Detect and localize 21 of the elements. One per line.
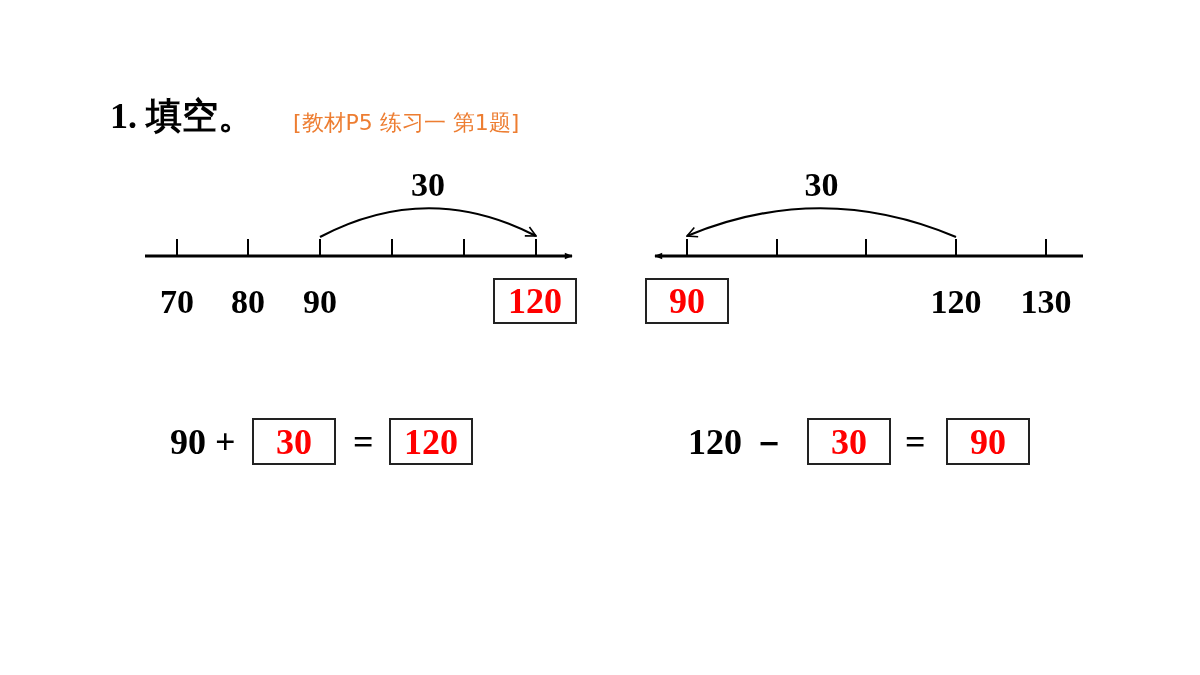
equals-sign: =: [905, 424, 926, 460]
answer-box: 30: [807, 418, 891, 465]
answer-box: 90: [645, 278, 729, 324]
tick-label: 80: [231, 285, 265, 319]
answer-box: 30: [252, 418, 336, 465]
tick-label: 130: [1020, 285, 1072, 319]
jump-arrow: [319, 207, 537, 238]
equation-text: 120 －: [688, 424, 787, 460]
edge-label: 30: [411, 168, 445, 202]
title: 1. 填空。: [110, 98, 254, 134]
jump-arrow: [686, 207, 957, 239]
equation-text: 90 +: [170, 424, 236, 460]
edge-label: 30: [804, 168, 839, 202]
answer-box: 120: [389, 418, 473, 465]
equals-sign: =: [353, 424, 374, 460]
tick-label: 120: [930, 285, 982, 319]
tick-label: 70: [160, 285, 194, 319]
tick-label: 90: [303, 285, 337, 319]
answer-box: 90: [946, 418, 1030, 465]
source-note: [教材P5 练习一 第1题]: [293, 112, 520, 134]
answer-box: 120: [493, 278, 577, 324]
